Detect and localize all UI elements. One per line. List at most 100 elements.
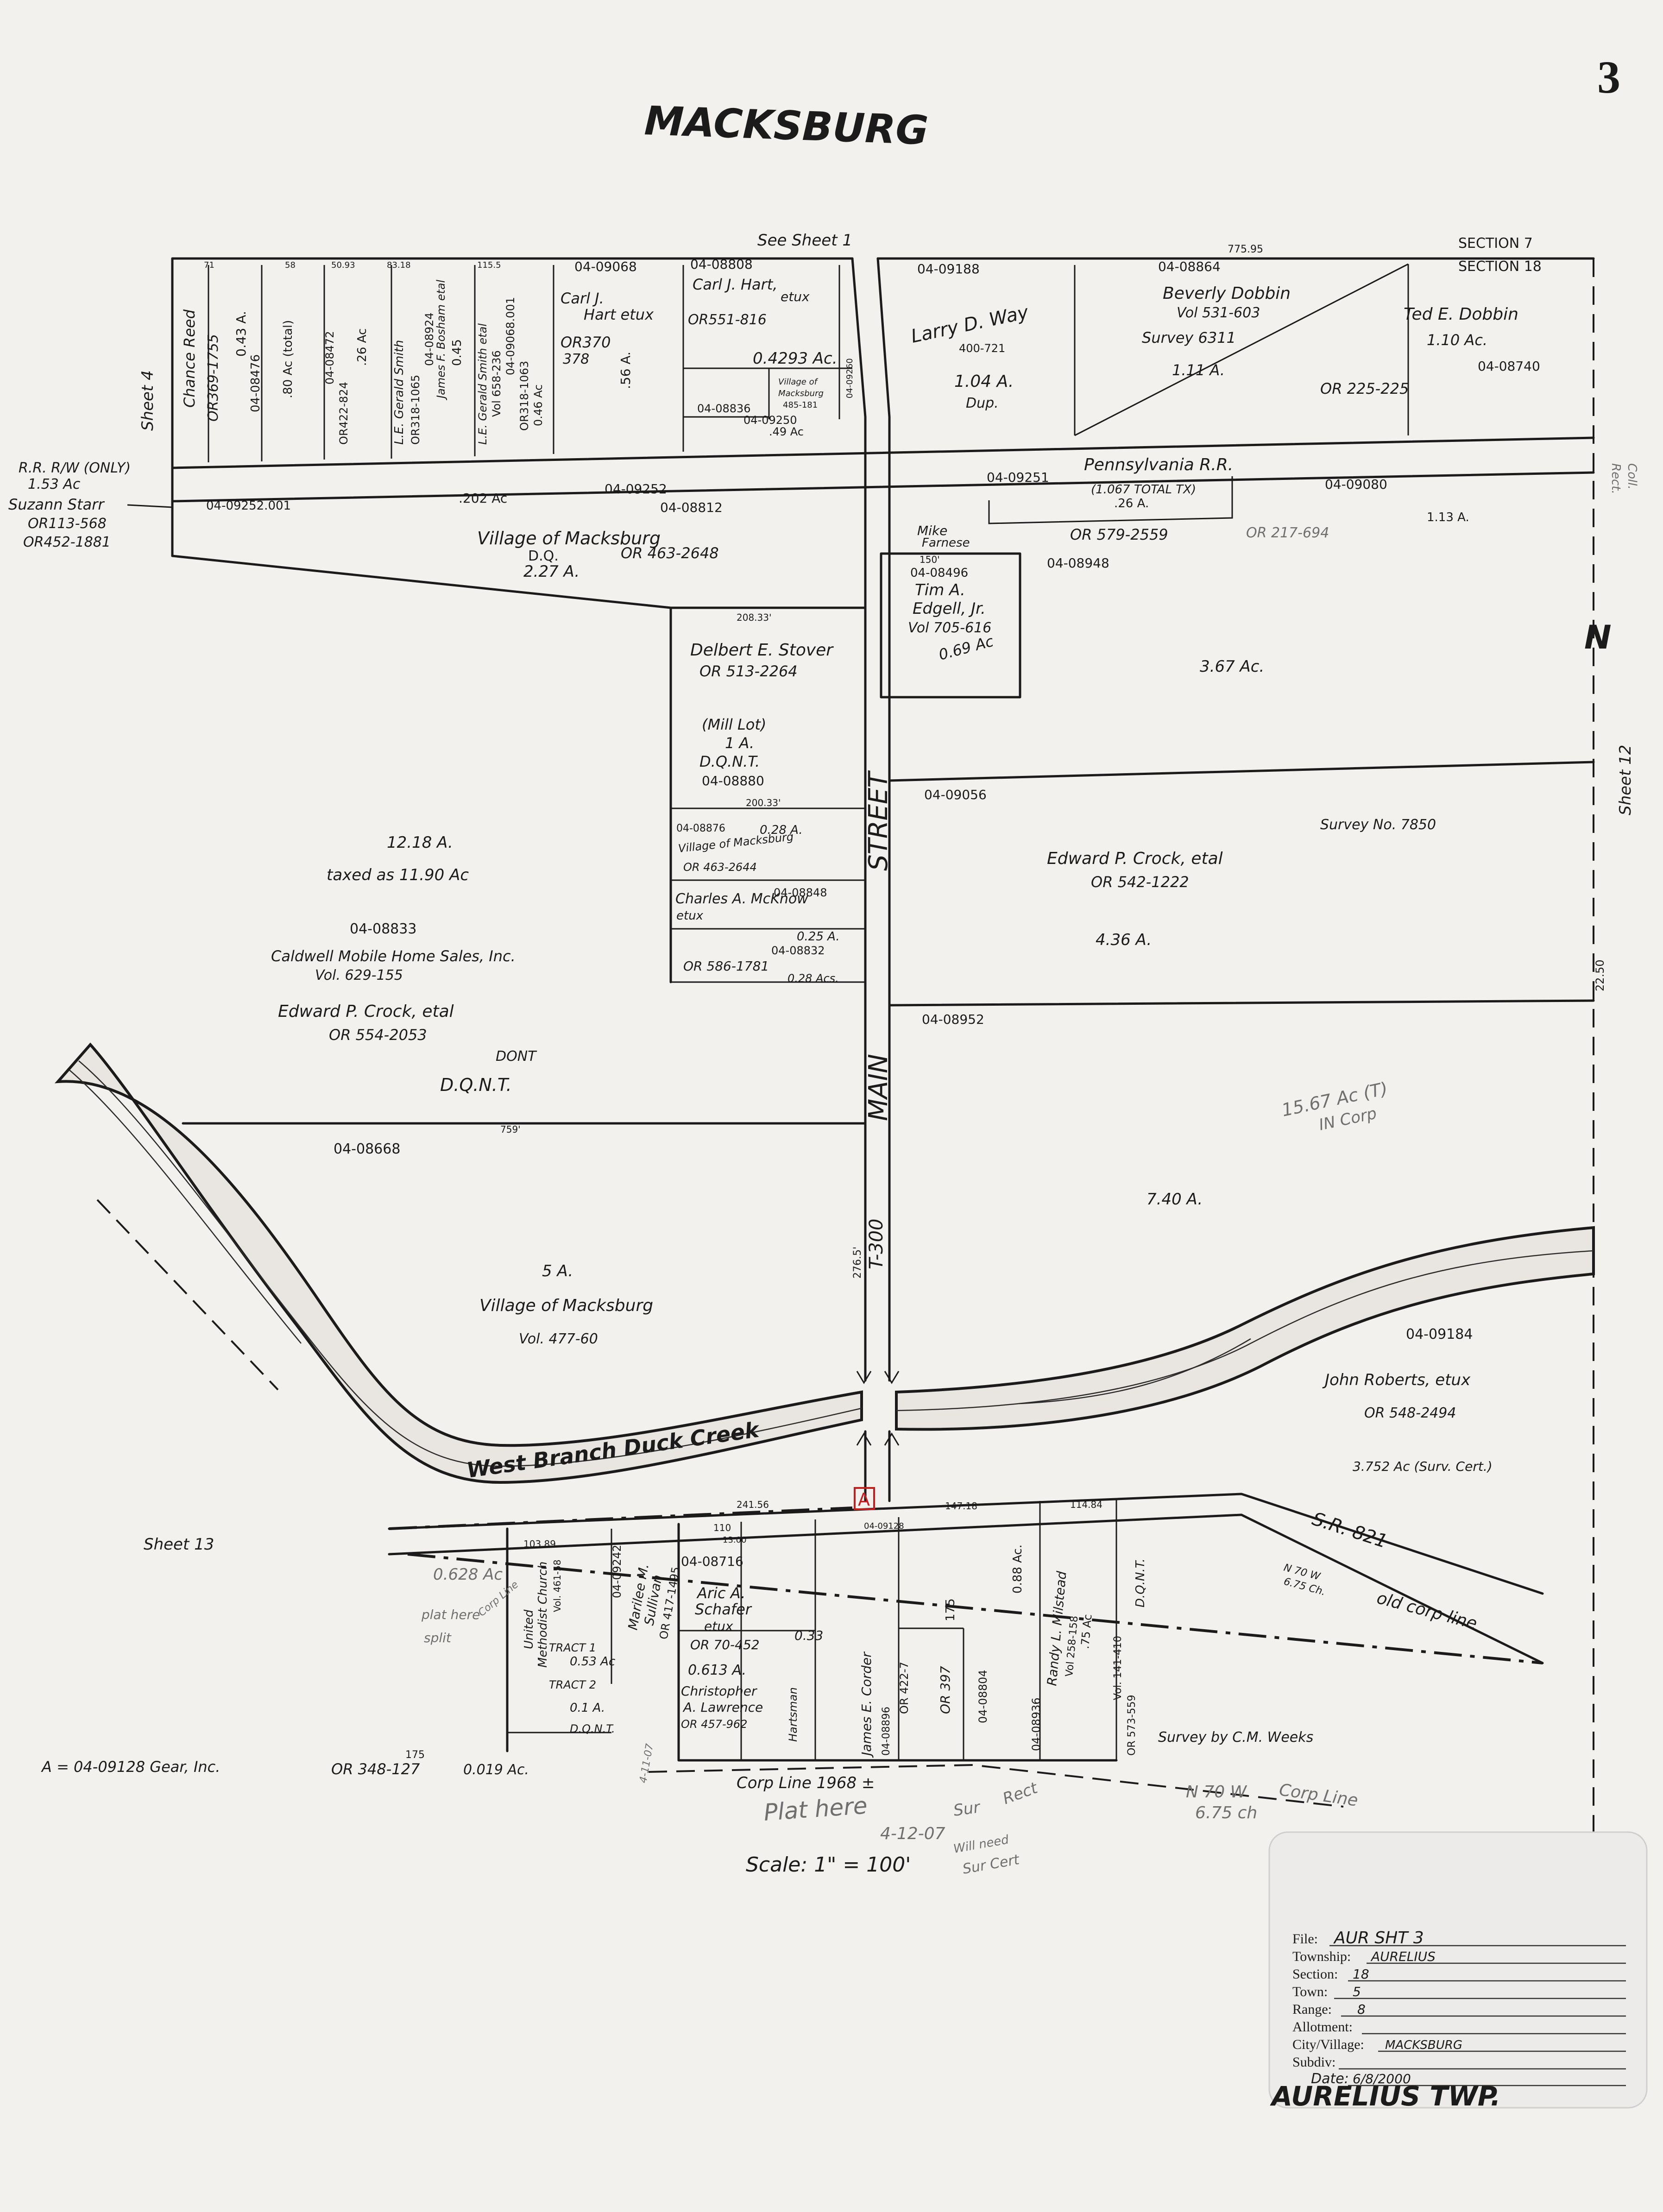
stover-parcel: 04-08880 [702, 773, 764, 788]
edgell-acres: 0.69 Ac [937, 632, 995, 664]
card-file-label: File: [1292, 1931, 1318, 1947]
map-title: MACKSBURG [643, 98, 929, 154]
rr-parcel-1: 04-09251 [987, 470, 1049, 485]
sheet-12-ref: Sheet 12 [1616, 745, 1635, 815]
dobbin-t-or: OR 225-225 [1320, 380, 1409, 397]
stover-dim-top: 208.33' [737, 612, 771, 623]
crock-east-owner: Edward P. Crock, etal [1047, 849, 1223, 868]
marker-a: A [858, 1489, 870, 1510]
hart-cj-parcel: 04-09068 [574, 259, 637, 274]
mcknow-or: OR 586-1781 [683, 958, 769, 974]
lawrence-owner: Christopher [681, 1683, 757, 1699]
old-corp-line [96, 1199, 279, 1391]
corder-parcel: 04-08896 [881, 1707, 892, 1756]
south-dim-1: 241.56 [737, 1499, 769, 1510]
hart-cj-or-1: OR370 [561, 334, 611, 351]
east-3-67: 3.67 Ac. [1200, 657, 1264, 676]
hart-cj-owner: Carl J. [561, 290, 604, 307]
tract-2-acres: 0.1 A. [570, 1701, 605, 1715]
parcel-09068-001-acres: 0.46 Ac [532, 384, 545, 426]
schafer-owner: Aric A. [696, 1584, 745, 1602]
west-parcel: 04-08668 [334, 1141, 400, 1157]
top-dim-1: 71 [204, 260, 214, 270]
section-7: SECTION 7 [1458, 235, 1533, 252]
rr-acres: .26 A. [1114, 497, 1149, 510]
village-creek-vol: Vol. 477-60 [519, 1331, 598, 1347]
village-creek-name: Village of Macksburg [479, 1296, 653, 1315]
street-street: STREET [863, 770, 894, 871]
crock-west-acres: 12.18 A. [387, 833, 453, 852]
east-7-40: 7.40 A. [1146, 1190, 1203, 1209]
dobbin-t-owner: Ted E. Dobbin [1404, 305, 1518, 324]
parcel-08472-or: OR422-824 [337, 382, 350, 445]
schafer-parcel: 04-08716 [681, 1554, 743, 1569]
village-main-or: OR 463-2648 [621, 544, 719, 562]
crock-west-owner: Edward P. Crock, etal [278, 1002, 454, 1021]
sr-821-label: S.R. 821 [1310, 1508, 1390, 1553]
sheet-number: 3 [1597, 51, 1620, 103]
milstead-vol: Vol 258-158 [1064, 1615, 1080, 1677]
crock-east-or: OR 542-1222 [1091, 873, 1189, 891]
rr-total: (1.067 TOTAL TX) [1091, 483, 1196, 497]
corp-line-dist: 6.75 ch [1195, 1803, 1257, 1822]
village-main-dq: D.Q. [528, 548, 559, 564]
note-corp-small: Corp Line [476, 1579, 521, 1619]
see-sheet-1: See Sheet 1 [757, 231, 852, 250]
roberts-parcel: 04-09184 [1406, 1326, 1473, 1342]
right-edge-note-1: Coll. [1625, 463, 1639, 490]
stover-dim-bot: 200.33' [746, 797, 781, 808]
farnese-l1: Mike [917, 523, 947, 538]
church-tract: TRACT 1 [549, 1641, 596, 1654]
crock-east-parcel-below: 04-08952 [922, 1012, 984, 1027]
card-allotment-label: Allotment: [1292, 2019, 1353, 2035]
note-date: 4-12-07 [880, 1824, 945, 1843]
old-corp-dist: 6.75 Ch. [1282, 1576, 1327, 1598]
note-will-need: Will need [952, 1833, 1010, 1856]
corp-line-label: Corp Line 1968 ± [737, 1774, 875, 1792]
roberts-acres: 3.752 Ac (Surv. Cert.) [1353, 1459, 1493, 1474]
card-date-value: 6/8/2000 [1353, 2071, 1411, 2086]
card-section-label: Section: [1292, 1966, 1338, 1982]
dqnt-right-or: OR 573-559 [1126, 1695, 1138, 1756]
schafer-or: OR 70-452 [690, 1637, 760, 1652]
gear-acres: 0.019 Ac. [463, 1762, 529, 1778]
note-sur: Sur [952, 1798, 982, 1820]
south-dqnt: D.Q.N.T. [570, 1722, 615, 1735]
crock-west-company: Caldwell Mobile Home Sales, Inc. [271, 947, 516, 965]
corp-line-corp: Corp Line [1278, 1780, 1359, 1810]
mcknow-acres-2: 0.28 Acs. [787, 972, 839, 985]
survey-by: Survey by C.M. Weeks [1158, 1729, 1313, 1746]
scale-label: Scale: 1" = 100' [746, 1853, 911, 1877]
village-lot-acres: 0.28 A. [760, 823, 803, 837]
gear-dim: 175 [405, 1749, 425, 1761]
top-dim-3: 50.93 [331, 260, 355, 270]
top-dim-4: 83.18 [387, 260, 411, 270]
gerald-smith-2-vol: Vol 658-236 [490, 350, 503, 417]
bosham-owner: James F. Bosham etal [435, 280, 447, 400]
sullivan-parcel: 04-09242 [611, 1544, 624, 1598]
way-owner: Larry D. Way [909, 302, 1031, 347]
card-township-value: AURELIUS [1370, 1949, 1436, 1964]
acres-088: 0.88 Ac. [1011, 1544, 1025, 1594]
dobbin-b-survey: Survey 6311 [1142, 329, 1236, 347]
stover-dqnt: D.Q.N.T. [699, 753, 760, 770]
parcel-09128: 04-09128 [864, 1521, 904, 1531]
top-dim-5: 115.5 [477, 260, 501, 270]
parcel-09068-001-or: OR318-1063 [518, 361, 531, 431]
strip-acres: .202 Ac [459, 491, 507, 506]
south-dim-4: 103.89 [523, 1538, 556, 1550]
schafer-owner-2: Schafer [695, 1601, 752, 1618]
parcel-0843-acres: 0.43 A. [233, 311, 249, 357]
parcel-08836: 04-08836 [697, 402, 751, 415]
card-town-value: 5 [1353, 1984, 1361, 1999]
crock-west-taxed: taxed as 11.90 Ac [327, 866, 469, 884]
right-edge-note-2: Rect. [1609, 463, 1623, 494]
starr-parcel: 04-09252.001 [206, 499, 291, 513]
north-marker: N [1584, 618, 1612, 656]
sheet-13-ref: Sheet 13 [144, 1535, 214, 1554]
west-dim: 759' [500, 1124, 521, 1135]
way-dup: Dup. [966, 395, 999, 411]
card-section-value: 18 [1353, 1966, 1369, 1982]
farnese-or-2: OR 217-694 [1246, 525, 1329, 541]
village-creek-acres: 5 A. [542, 1262, 573, 1280]
